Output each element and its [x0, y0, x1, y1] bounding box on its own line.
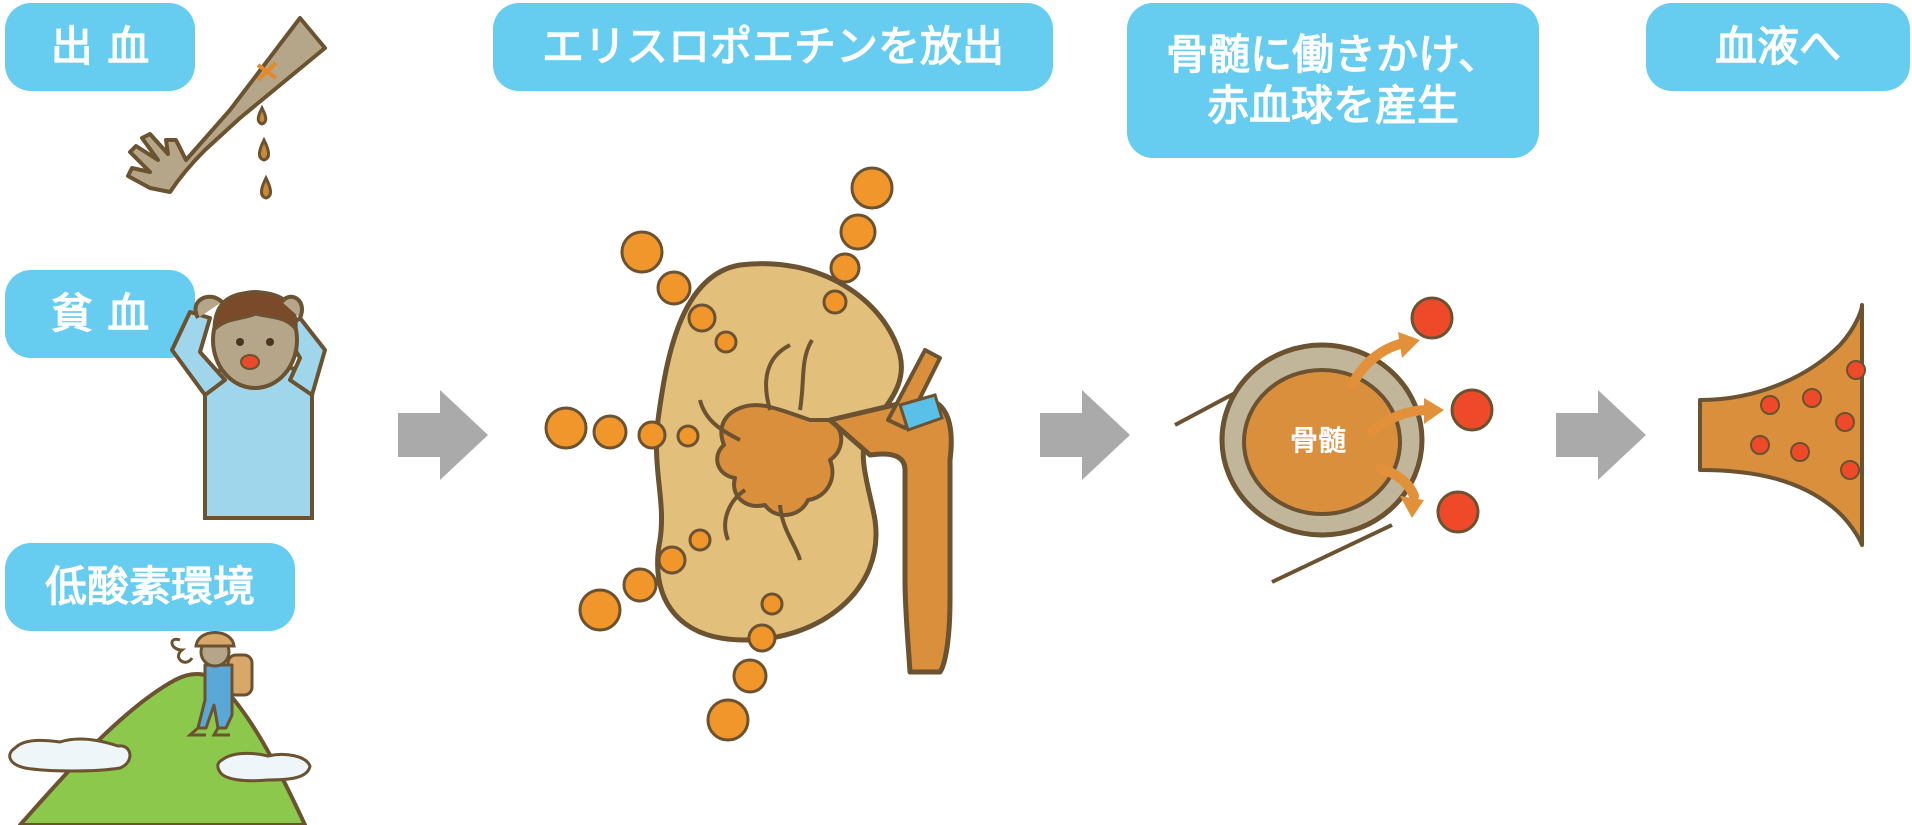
epo-dot [760, 592, 784, 616]
mountain-hiker-icon [8, 631, 312, 825]
arrow-1-icon [398, 390, 488, 480]
epo-dot [657, 545, 687, 575]
label-marrow-line1: 骨髄に働きかけ、 [1166, 30, 1500, 80]
arrow-3-icon [1556, 390, 1646, 480]
epo-dot [676, 424, 700, 448]
epo-dot [732, 658, 768, 694]
epo-dot [620, 230, 664, 274]
label-bleeding: 出 血 [5, 3, 195, 91]
blood-vessel-icon [1698, 303, 1866, 547]
red-blood-cell [1790, 442, 1810, 462]
label-epo-release: エリスロポエチンを放出 [493, 3, 1053, 91]
epo-dot [656, 270, 692, 306]
epo-dot [839, 213, 877, 251]
label-hypoxia-text: 低酸素環境 [44, 561, 255, 611]
bone-marrow-tag: 骨髄 [1290, 424, 1346, 457]
red-blood-cell [1846, 360, 1866, 380]
epo-dot [687, 303, 717, 333]
label-to-blood: 血液へ [1646, 3, 1910, 91]
red-blood-cell [1750, 435, 1770, 455]
red-blood-cell [1410, 296, 1454, 340]
epo-dot [714, 330, 738, 354]
label-blood-text: 血液へ [1714, 21, 1841, 71]
label-anemia-text: 貧 血 [50, 288, 150, 338]
epo-dot [688, 528, 712, 552]
red-blood-cell [1835, 412, 1855, 432]
epo-dot [544, 406, 588, 450]
red-blood-cell [1802, 388, 1822, 408]
label-hypoxia: 低酸素環境 [5, 543, 295, 631]
epo-dot [578, 588, 622, 632]
bleeding-arm-icon [126, 16, 327, 200]
epo-dot [850, 166, 894, 210]
label-epo-text: エリスロポエチンを放出 [541, 21, 1004, 71]
red-blood-cell [1760, 395, 1780, 415]
bone-marrow-icon: 骨髄 [1174, 296, 1494, 584]
label-anemia: 貧 血 [5, 270, 195, 358]
epo-dot [622, 567, 658, 603]
label-marrow-line2: 赤血球を産生 [1206, 80, 1459, 130]
epo-dot [592, 414, 628, 450]
kidney-icon [653, 261, 954, 675]
red-blood-cell [1450, 388, 1494, 432]
arrow-2-icon [1040, 390, 1130, 480]
label-bleeding-text: 出 血 [50, 21, 150, 71]
red-blood-cell [1436, 490, 1480, 534]
worried-person-icon [170, 290, 327, 520]
epo-dot [706, 698, 750, 742]
epo-dot [822, 289, 848, 315]
red-blood-cell [1840, 460, 1860, 480]
epo-dot [829, 252, 861, 284]
epo-particles [544, 166, 894, 742]
label-bone-marrow-action: 骨髄に働きかけ、 赤血球を産生 [1127, 3, 1539, 158]
epo-dot [637, 420, 667, 450]
epo-dot [747, 623, 777, 653]
